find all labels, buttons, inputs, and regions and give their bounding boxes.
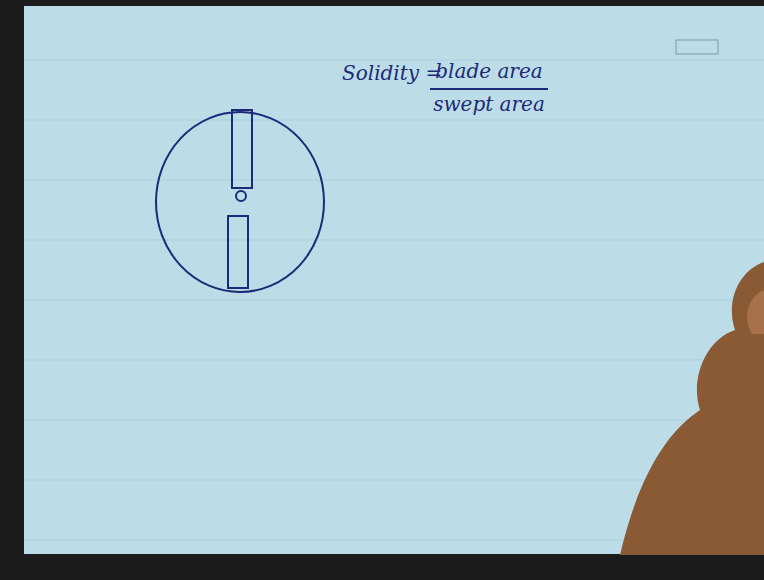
numerator: blade area [435,60,542,82]
lower-blade [228,216,248,288]
hand-highlight [747,290,764,334]
upper-blade [232,110,252,188]
fraction-bar [430,88,548,90]
swept-circle [156,112,324,292]
rotor-sketch [156,110,324,292]
formula-term: Solidity = [342,62,442,84]
paper-sheet [24,6,764,554]
denominator: swept area [433,93,545,115]
hub [236,191,246,201]
hand [620,262,764,555]
stamp-box [676,40,718,54]
